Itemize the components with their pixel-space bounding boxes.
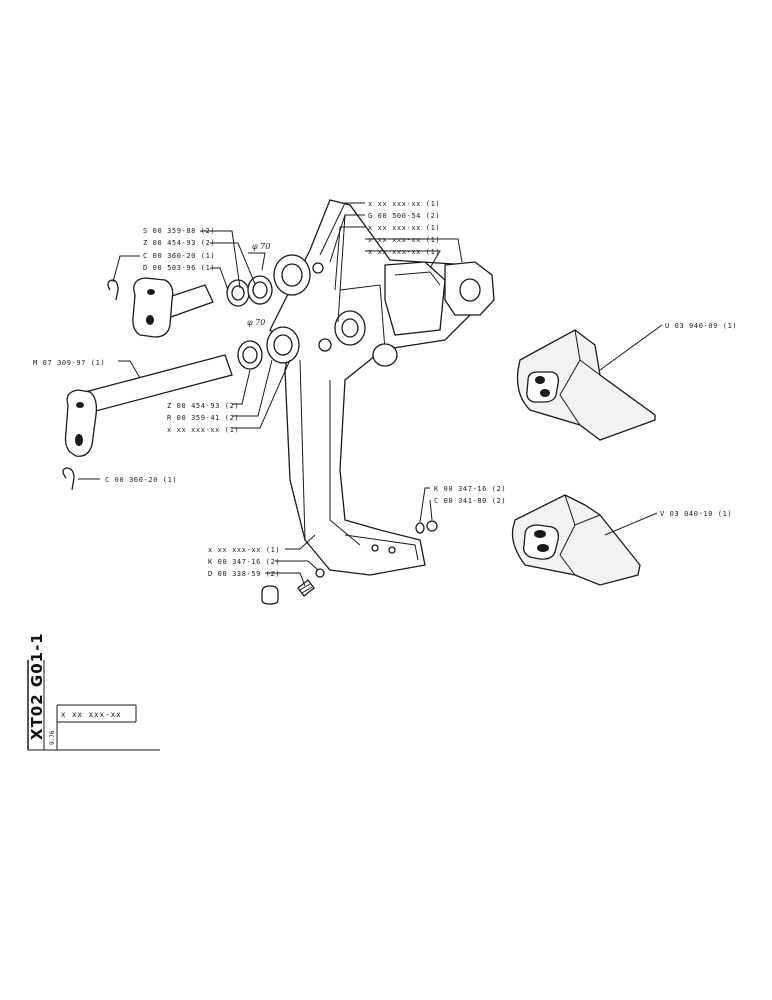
label-k00347-lower: K 00 347-16 (2) [208,558,280,566]
label-diameter-lower: φ 70 [247,318,265,327]
label-xx-top-1: x xx xxx-xx (1) [368,200,440,208]
tooth-v [511,494,641,586]
label-diameter-upper: φ 70 [252,242,270,251]
lower-pin-assembly [62,326,300,491]
label-xx-left: x xx xxx-xx (1) [167,426,239,434]
title-block: XT02 G01-1 9.76 x xx xxx-xx [27,632,160,751]
label-v03040: V 03 040-10 (1) [660,510,732,518]
fasteners [261,520,438,605]
label-z00454-lower: Z 00 454-93 (2) [167,402,239,410]
callout-labels: S 00 359-88 (2) Z 00 454-93 (2) C 00 360… [33,200,737,578]
label-s00359: S 00 359-88 (2) [143,227,215,235]
label-c00360-lower: C 00 360-20 (1) [105,476,177,484]
label-r00359: R 00 359-41 (2) [167,414,239,422]
drawing-code: XT02 G01-1 [28,632,46,740]
label-k00347-right: K 00 347-16 (2) [434,485,506,493]
adapter-body [269,199,495,576]
label-z00454-upper: Z 00 454-93 (2) [143,239,215,247]
label-xx-top-3: x xx xxx-xx (1) [368,236,440,244]
label-xx-top-4: x xx xxx-xx (1) [368,248,440,256]
label-xx-top-2: x xx xxx-xx (1) [368,224,440,232]
tooth-u [516,329,656,441]
label-c00360-upper: C 00 360-20 (1) [143,252,215,260]
label-g00500: G 00 500-54 (2) [368,212,440,220]
label-xx-lower: x xx xxx-xx (1) [208,546,280,554]
label-c00341: C 00 341-80 (2) [434,497,506,505]
leader-lines [78,202,663,587]
drawing-date: 9.76 [49,730,56,745]
label-m07309: M 07 309-97 (1) [33,359,105,367]
upper-pin-assembly [107,275,273,338]
label-u03040: U 03 040-09 (1) [665,322,737,330]
part-number-box: x xx xxx-xx [61,710,122,719]
label-d00338: D 00 338-59 (2) [208,570,280,578]
label-d00503: D 00 503-96 (1) [143,264,215,272]
